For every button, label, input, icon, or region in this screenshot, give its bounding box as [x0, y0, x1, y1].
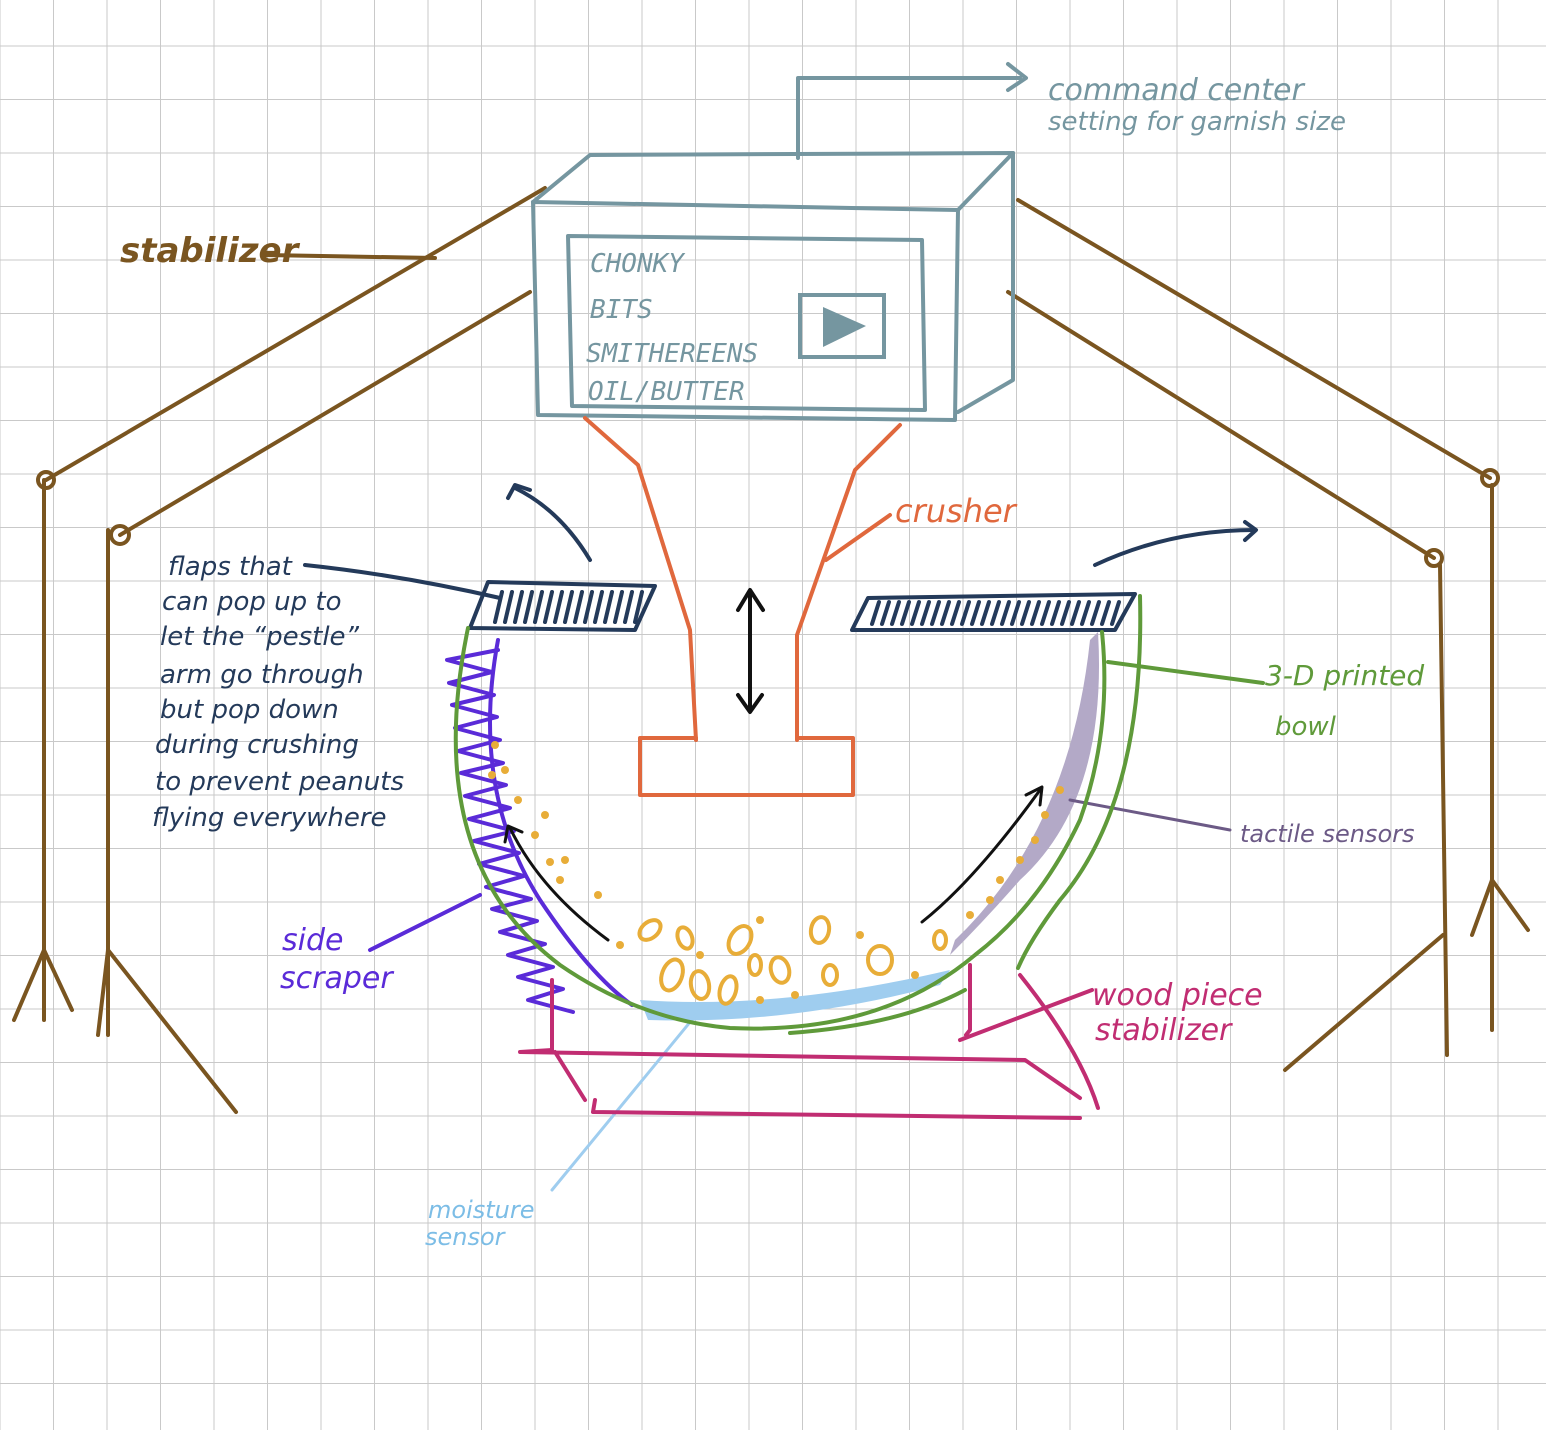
- screen-options: CHONKY BITS SMITHEREENS OIL/BUTTER: [586, 249, 758, 407]
- option-bits[interactable]: BITS: [590, 295, 653, 325]
- peanut-crumb: [1016, 856, 1024, 864]
- wood-label-line2: stabilizer: [1095, 1013, 1233, 1048]
- peanut-crumb: [541, 811, 549, 819]
- bowl-label-line2: bowl: [1275, 712, 1337, 742]
- moisture-label-line1: moisture: [428, 1196, 535, 1224]
- scraper-label-line1: side: [282, 923, 343, 958]
- peanut: [934, 931, 946, 949]
- option-chonky[interactable]: CHONKY: [590, 249, 686, 279]
- peanut-crumb: [756, 916, 764, 924]
- peanut-crumb: [556, 876, 564, 884]
- peanut: [724, 922, 756, 958]
- peanut: [689, 970, 712, 1001]
- crusher: [585, 418, 900, 795]
- command-center-label: command center: [1048, 73, 1305, 108]
- peanut-crumb: [1031, 836, 1039, 844]
- peanut: [749, 955, 761, 975]
- peanut-crumb: [966, 911, 974, 919]
- peanut: [868, 946, 892, 974]
- flow-arrows: [505, 787, 1042, 940]
- peanut-crumb: [531, 831, 539, 839]
- peanut: [657, 957, 687, 994]
- peanut-crumb: [501, 766, 509, 774]
- labels: command center setting for garnish size …: [120, 73, 1424, 1251]
- flaps-label-line: but pop down: [160, 695, 339, 725]
- peanut: [675, 925, 696, 950]
- play-button[interactable]: [800, 295, 884, 357]
- peanuts: [488, 741, 1064, 1006]
- flaps-label-line: arm go through: [160, 660, 364, 690]
- wood-label-line1: wood piece: [1092, 978, 1263, 1013]
- flaps-label-line: to prevent peanuts: [155, 767, 404, 797]
- moisture-label-line2: sensor: [425, 1223, 507, 1251]
- peanut-crumb: [996, 876, 1004, 884]
- garnish-setting-label: setting for garnish size: [1048, 107, 1346, 137]
- side-scraper: [370, 640, 632, 1012]
- peanut-crumb: [986, 896, 994, 904]
- peanut-crumb: [1056, 786, 1064, 794]
- peanut-crumb: [856, 931, 864, 939]
- peanut: [717, 974, 740, 1005]
- peanut: [768, 955, 792, 985]
- option-oil-butter[interactable]: OIL/BUTTER: [588, 377, 745, 407]
- peanut-crumb: [514, 796, 522, 804]
- peanut-crumb: [491, 741, 499, 749]
- flaps-label-line: during crushing: [155, 730, 359, 760]
- peanut-crumb: [911, 971, 919, 979]
- peanut-crumb: [546, 858, 554, 866]
- tactile-label: tactile sensors: [1240, 820, 1415, 848]
- option-smithereens[interactable]: SMITHEREENS: [586, 339, 758, 369]
- bowl-label-line1: 3-D printed: [1265, 659, 1424, 692]
- peanut-crumb: [1041, 811, 1049, 819]
- crusher-label: crusher: [895, 492, 1018, 530]
- peanut-crumb: [594, 891, 602, 899]
- peanut-crumb: [561, 856, 569, 864]
- flaps-label-line: let the “pestle”: [160, 622, 360, 652]
- peanut-crumb: [696, 951, 704, 959]
- peanut-crumb: [756, 996, 764, 1004]
- stabilizer-label: stabilizer: [120, 231, 301, 271]
- flaps-label-line: flaps that: [168, 552, 293, 582]
- peanut-crumb: [616, 941, 624, 949]
- peanut-crumb: [488, 771, 496, 779]
- wood-stabilizer: [520, 965, 1098, 1118]
- peanut-crumb: [791, 991, 799, 999]
- flaps-label-line: flying everywhere: [152, 803, 387, 833]
- flaps-label-line: can pop up to: [162, 587, 342, 617]
- peanut: [823, 965, 837, 985]
- scraper-label-line2: scraper: [280, 961, 394, 996]
- peanut: [636, 916, 665, 944]
- flaps: [305, 485, 1256, 630]
- peanut: [809, 916, 831, 945]
- flaps-label: flaps that can pop up to let the “pestle…: [152, 552, 404, 833]
- up-down-arrow: [738, 590, 763, 712]
